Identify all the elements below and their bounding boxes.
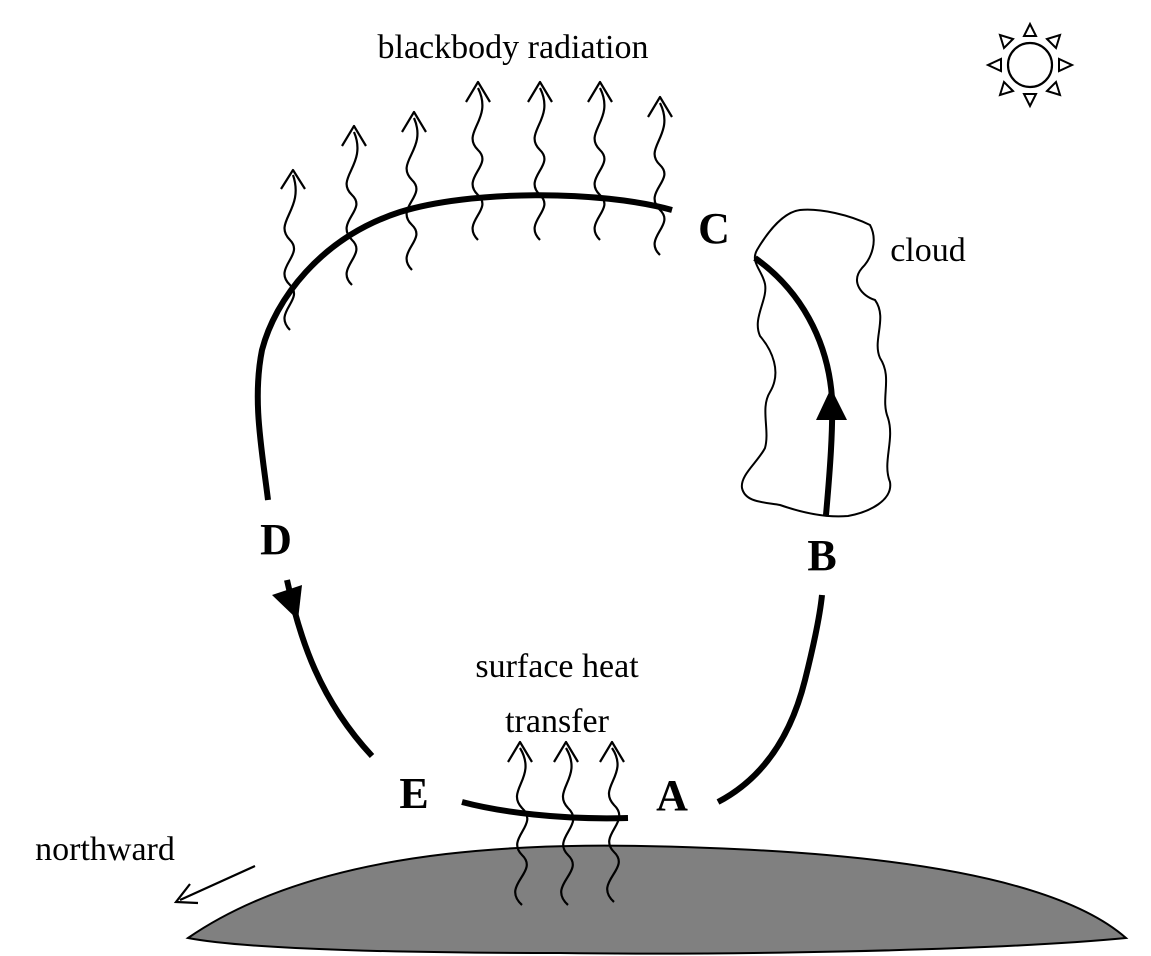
- point-e-label: E: [399, 769, 428, 818]
- point-d-label: D: [260, 515, 292, 564]
- wavy-arrow-icon: [587, 80, 613, 241]
- wavy-arrow-icon: [401, 110, 427, 271]
- point-c-label: C: [698, 204, 730, 253]
- wavy-arrow-icon: [341, 124, 367, 286]
- wavy-arrow-icon: [599, 740, 625, 903]
- blackbody-radiation-label: blackbody radiation: [378, 29, 649, 66]
- wavy-arrow-icon: [647, 95, 673, 256]
- wavy-arrow-icon: [527, 80, 553, 241]
- wavy-arrow-icon: [280, 168, 306, 331]
- cloud-shape: [740, 208, 892, 518]
- blackbody-radiation-arrows: [280, 80, 673, 331]
- point-b-label: B: [807, 531, 836, 580]
- path-d-to-e: [284, 579, 375, 759]
- earth-surface: [185, 844, 1129, 955]
- arrowhead-down-left: [272, 585, 302, 620]
- surface-heat-label-line1: surface heat: [475, 648, 639, 685]
- point-a-label: A: [656, 771, 688, 820]
- wavy-arrow-icon: [553, 740, 579, 906]
- northward-arrow-icon: [173, 864, 256, 905]
- path-e-to-a: [461, 799, 629, 822]
- northward-label: northward: [35, 831, 175, 868]
- cloud-label: cloud: [890, 232, 966, 269]
- wavy-arrow-icon: [465, 80, 491, 241]
- sun-icon: [985, 21, 1075, 109]
- arrowhead-up-cloud: [816, 388, 847, 420]
- surface-heat-arrows: [507, 740, 625, 906]
- wavy-arrow-icon: [507, 740, 533, 906]
- surface-heat-label-line2: transfer: [505, 703, 610, 740]
- path-a-to-b: [716, 594, 825, 805]
- path-c-to-d: [254, 192, 673, 501]
